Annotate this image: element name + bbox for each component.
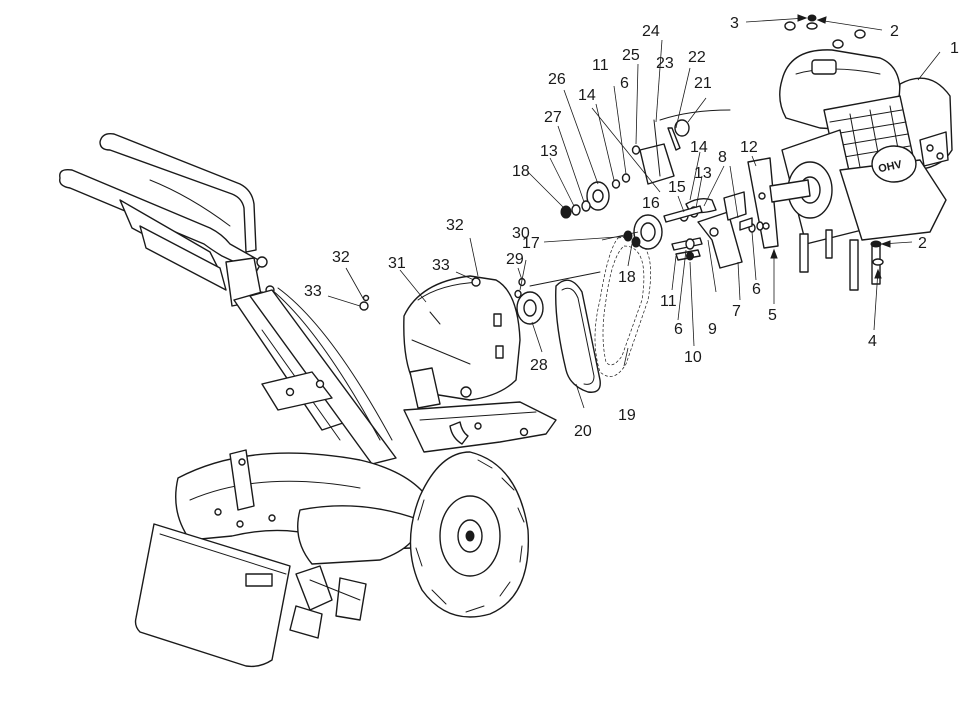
callout-32: 32	[332, 249, 350, 266]
callout-1: 1	[950, 40, 959, 57]
callout-30: 30	[512, 225, 530, 242]
callout-19: 19	[618, 407, 636, 424]
tines	[289, 565, 367, 639]
callout-4: 4	[868, 333, 877, 350]
callout-18: 18	[618, 269, 636, 286]
callout-18: 18	[512, 163, 530, 180]
belt-guard	[403, 275, 521, 409]
callout-11: 11	[660, 293, 677, 310]
callout-21: 21	[694, 75, 712, 92]
callout-6: 6	[620, 75, 629, 92]
callout-2: 2	[918, 235, 927, 252]
callout-9: 9	[708, 321, 717, 338]
callout-13: 13	[540, 143, 558, 160]
callout-33: 33	[304, 283, 322, 300]
tine-hood	[175, 449, 438, 565]
callout-7: 7	[732, 303, 741, 320]
engine: OHV	[769, 49, 953, 245]
callout-15: 15	[668, 179, 686, 196]
handle-support-frame	[233, 287, 397, 465]
belts	[555, 237, 651, 393]
control-linkage	[611, 109, 731, 189]
callout-31: 31	[388, 255, 406, 272]
callout-27: 27	[544, 109, 562, 126]
rear-deflector-flap	[134, 523, 291, 668]
callout-5: 5	[768, 307, 777, 324]
engine-hardware	[784, 14, 884, 291]
callout-20: 20	[574, 423, 592, 440]
callout-2: 2	[890, 23, 899, 40]
drive-belt-outer	[594, 237, 651, 377]
tension-arm-brackets	[663, 157, 779, 269]
callout-29: 29	[506, 251, 524, 268]
callout-13: 13	[694, 165, 712, 182]
belt-tray-bracket	[403, 401, 557, 453]
callout-14: 14	[578, 87, 596, 104]
callout-23: 23	[656, 55, 674, 72]
callout-6: 6	[674, 321, 683, 338]
callout-8: 8	[718, 149, 727, 166]
leader-lines	[327, 14, 941, 409]
callout-33: 33	[432, 257, 450, 274]
callout-28: 28	[530, 357, 548, 374]
fasteners-right	[671, 217, 764, 261]
callout-11: 11	[592, 57, 609, 74]
pulleys	[516, 181, 663, 325]
fasteners-left	[359, 200, 633, 311]
wheel	[409, 451, 530, 618]
callout-26: 26	[548, 71, 566, 88]
callout-22: 22	[688, 49, 706, 66]
callout-32: 32	[446, 217, 464, 234]
engine-ohv-label: OHV	[877, 159, 903, 176]
callout-14: 14	[690, 139, 708, 156]
callout-10: 10	[684, 349, 702, 366]
callout-24: 24	[642, 23, 660, 40]
callout-25: 25	[622, 47, 640, 64]
handlebar-assembly	[59, 132, 275, 307]
callout-12: 12	[740, 139, 758, 156]
callout-17: 17	[522, 235, 540, 252]
drive-belt-inner	[555, 279, 601, 393]
callout-6: 6	[752, 281, 761, 298]
callout-3: 3	[730, 15, 739, 32]
callout-16: 16	[642, 195, 660, 212]
callout-labels: 1 2 2 3 4 5 6 6 6 7 8 9 10 11 11 12 13 1…	[304, 15, 959, 440]
